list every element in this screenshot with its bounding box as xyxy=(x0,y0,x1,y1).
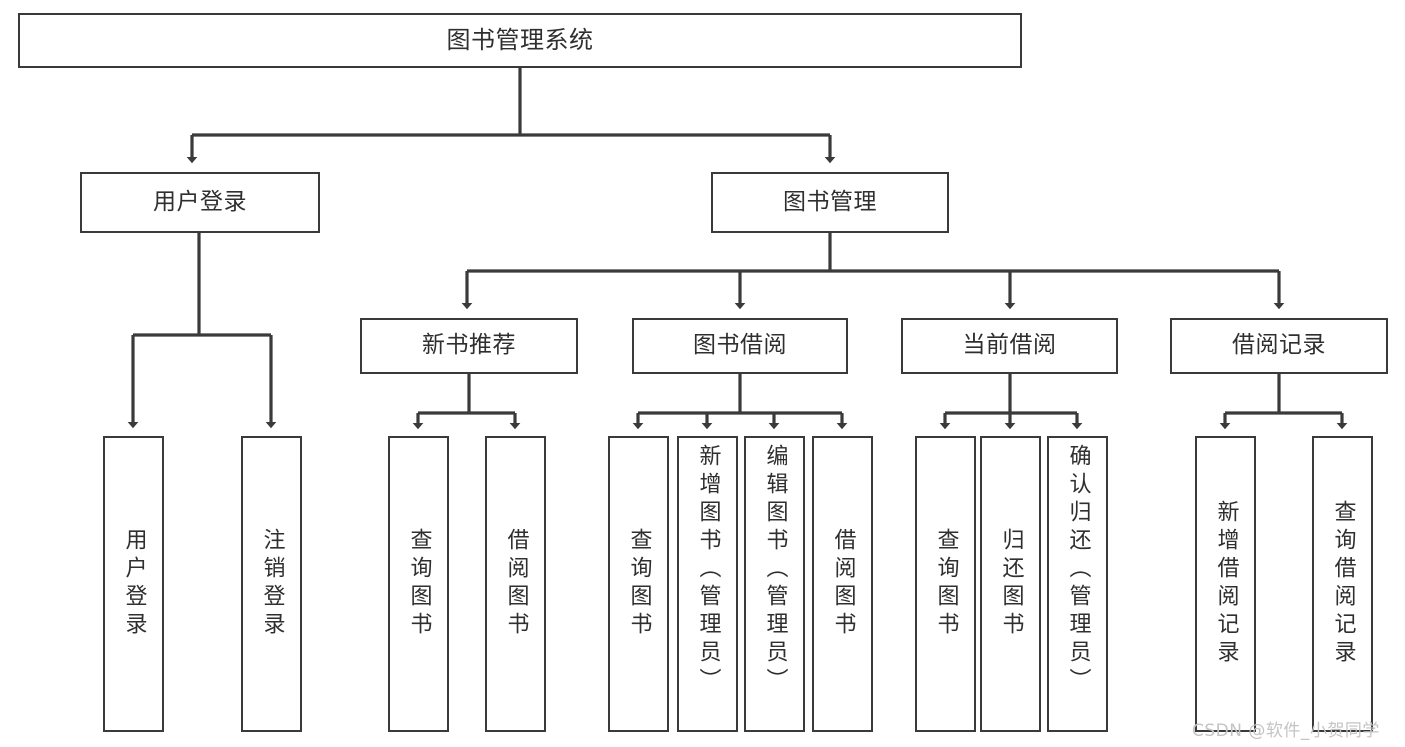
leaf-label: 编辑图书（管理员） xyxy=(762,444,788,696)
leaf-confirm-return-admin[interactable]: 确认归还（管理员） xyxy=(1047,436,1108,732)
leaf-label: 注销登录 xyxy=(259,528,285,640)
leaf-label: 归还图书 xyxy=(998,528,1024,640)
node-borrow-record[interactable]: 借阅记录 xyxy=(1170,318,1388,374)
leaf-user-logout[interactable]: 注销登录 xyxy=(241,436,302,732)
node-user-login[interactable]: 用户登录 xyxy=(80,172,320,233)
csdn-watermark: CSDN @软件_小贺同学 xyxy=(1192,721,1380,741)
leaf-label: 确认归还（管理员） xyxy=(1065,444,1091,696)
leaf-user-login[interactable]: 用户登录 xyxy=(103,436,164,732)
leaf-add-book-admin[interactable]: 新增图书（管理员） xyxy=(677,436,738,732)
leaf-query-book-recommend[interactable]: 查询图书 xyxy=(388,436,449,732)
leaf-borrow-book-recommend[interactable]: 借阅图书 xyxy=(485,436,546,732)
node-current-borrow[interactable]: 当前借阅 xyxy=(901,318,1118,374)
leaf-edit-book-admin[interactable]: 编辑图书（管理员） xyxy=(744,436,805,732)
leaf-query-borrow-record[interactable]: 查询借阅记录 xyxy=(1312,436,1373,732)
leaf-label: 借阅图书 xyxy=(503,528,529,640)
leaf-return-book[interactable]: 归还图书 xyxy=(980,436,1041,732)
leaf-label: 查询图书 xyxy=(626,528,652,640)
leaf-query-book-current[interactable]: 查询图书 xyxy=(915,436,976,732)
leaf-label: 新增借阅记录 xyxy=(1213,500,1239,668)
leaf-label: 查询借阅记录 xyxy=(1330,500,1356,668)
node-book-management[interactable]: 图书管理 xyxy=(711,172,949,233)
leaf-label: 查询图书 xyxy=(406,528,432,640)
leaf-add-borrow-record[interactable]: 新增借阅记录 xyxy=(1195,436,1256,732)
leaf-query-book-borrow[interactable]: 查询图书 xyxy=(608,436,669,732)
leaf-label: 新增图书（管理员） xyxy=(695,444,721,696)
leaf-label: 查询图书 xyxy=(933,528,959,640)
node-root-system[interactable]: 图书管理系统 xyxy=(18,13,1022,68)
leaf-label: 用户登录 xyxy=(121,528,147,640)
node-book-borrow[interactable]: 图书借阅 xyxy=(632,318,848,374)
leaf-label: 借阅图书 xyxy=(830,528,856,640)
node-new-book-recommend[interactable]: 新书推荐 xyxy=(360,318,578,374)
leaf-borrow-book[interactable]: 借阅图书 xyxy=(812,436,873,732)
